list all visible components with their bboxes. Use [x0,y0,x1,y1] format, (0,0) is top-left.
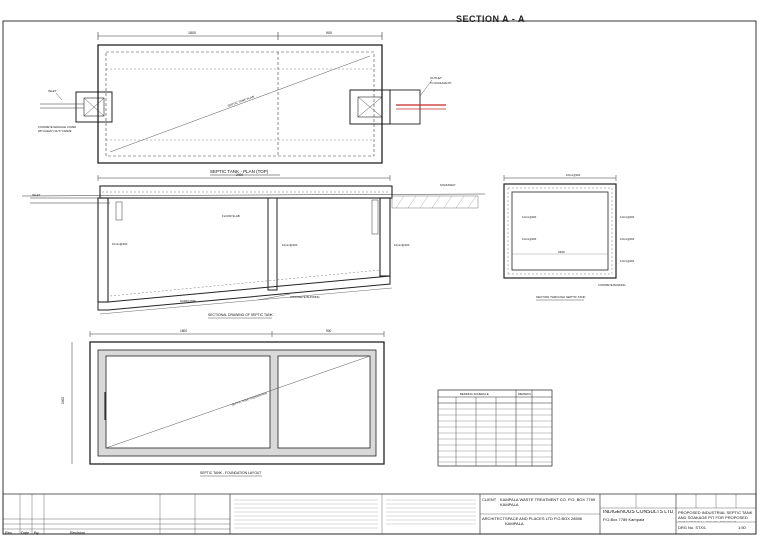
svg-text:TO SOAKAGE PIT: TO SOAKAGE PIT [430,81,452,85]
bending-schedule: BENDING SCHEDULE REMARKS [437,389,553,467]
found-dim-2: 900 [326,329,332,333]
section-bb-caption: SECTION THROUGH SEPTIC TANK [536,295,586,299]
section-bb-l1: 12mm@200 [522,215,537,219]
rev-header-date: Date [21,530,30,535]
client-name: KAMPALA WASTE TREATMENT CO. P.O. BOX 778… [500,497,596,507]
sheet-border [2,20,757,535]
rev-header-by: By [34,530,39,535]
section-bb-l3: 16mm@200 [566,173,581,177]
schedule-extra-title: REMARKS [518,392,531,396]
architect-name: SPACE AND PLACES LTD P.O.BOX 28506 KAMPA… [505,516,583,526]
section-aa-label-soak: SOAKAWAY [440,183,456,187]
section-bb-l2: 12mm@200 [522,237,537,241]
section-bb-dim: 2400 [558,250,565,254]
drawing-scale: 1:50 [738,525,746,530]
section-aa-label-r3: 12mm@200 [394,243,410,247]
top-plan-drawing: 1800 900 SEPTIC TANK PLAN INLET CONCRETE… [38,31,452,176]
top-plan-dim-2: 900 [326,31,332,35]
section-aa-label-hardcore: HARDCORE [180,299,196,303]
svg-text:WITH HEAVY DUTY FRAME: WITH HEAVY DUTY FRAME [38,129,72,133]
top-plan-inlet-label: INLET [48,89,57,93]
client-label: CLIENT [482,497,497,502]
rev-header-revision: Revision [70,530,86,535]
section-bb-l6: 12mm@200 [620,259,635,263]
schedule-title: BENDING SCHEDULE [460,392,489,396]
top-plan-caption: SEPTIC TANK - PLAN (TOP) [210,169,269,174]
section-aa-drawing: INLET 2400 FLOOR SLAB SOAKAWAY 16mm@200 … [21,173,486,319]
engineer-address: P.O.Box 7789 Kampala [603,517,645,522]
engineer-name: INDIGENOUS CONSULTS LTD [603,510,674,515]
section-aa-inlet: INLET [32,193,41,197]
rev-header-rev: Rev [5,530,13,535]
architect-label: ARCHITECT [482,516,505,521]
drawing-number: DRG No. ST/01 [678,525,707,530]
section-bb-l4: 12mm@200 [620,215,635,219]
section-bb-drawing: 2400 12mm@200 12mm@200 16mm@200 12mm@200… [503,173,635,301]
foundation-plan-drawing: 1800 900 2400 SEPTIC TANK FOUNDATION SEP… [61,329,385,477]
section-aa-dim: 2400 [236,173,243,177]
section-title: SECTION A - A [456,14,525,24]
section-bb-l5: 12mm@200 [620,237,635,241]
section-aa-label-blind: CONCRETE BLINDING [290,295,320,299]
found-dim-1: 1800 [180,329,187,333]
found-dim-0: 2400 [61,397,65,404]
section-aa-label-r2: 12mm@200 [282,243,298,247]
top-plan-diag-label: SEPTIC TANK PLAN [227,95,255,108]
section-aa-caption: SECTIONAL DRAWING OF SEPTIC TANK [208,313,274,317]
section-aa-label-slab: FLOOR SLAB [222,214,240,218]
project-title: PROPOSED INDUSTRIAL SEPTIC TANK AND SOAK… [678,510,753,522]
found-caption: SEPTIC TANK - FOUNDATION LAYOUT [200,471,261,475]
section-aa-label-r1: 16mm@200 [112,242,128,246]
top-plan-dim-1: 1800 [188,31,196,35]
svg-text:CONCRETE MANHOLE COVER: CONCRETE MANHOLE COVER [38,125,76,129]
top-plan-outlet-label: OUTLET [430,76,442,80]
section-bb-l7: CONCRETE BLINDING [598,283,626,287]
